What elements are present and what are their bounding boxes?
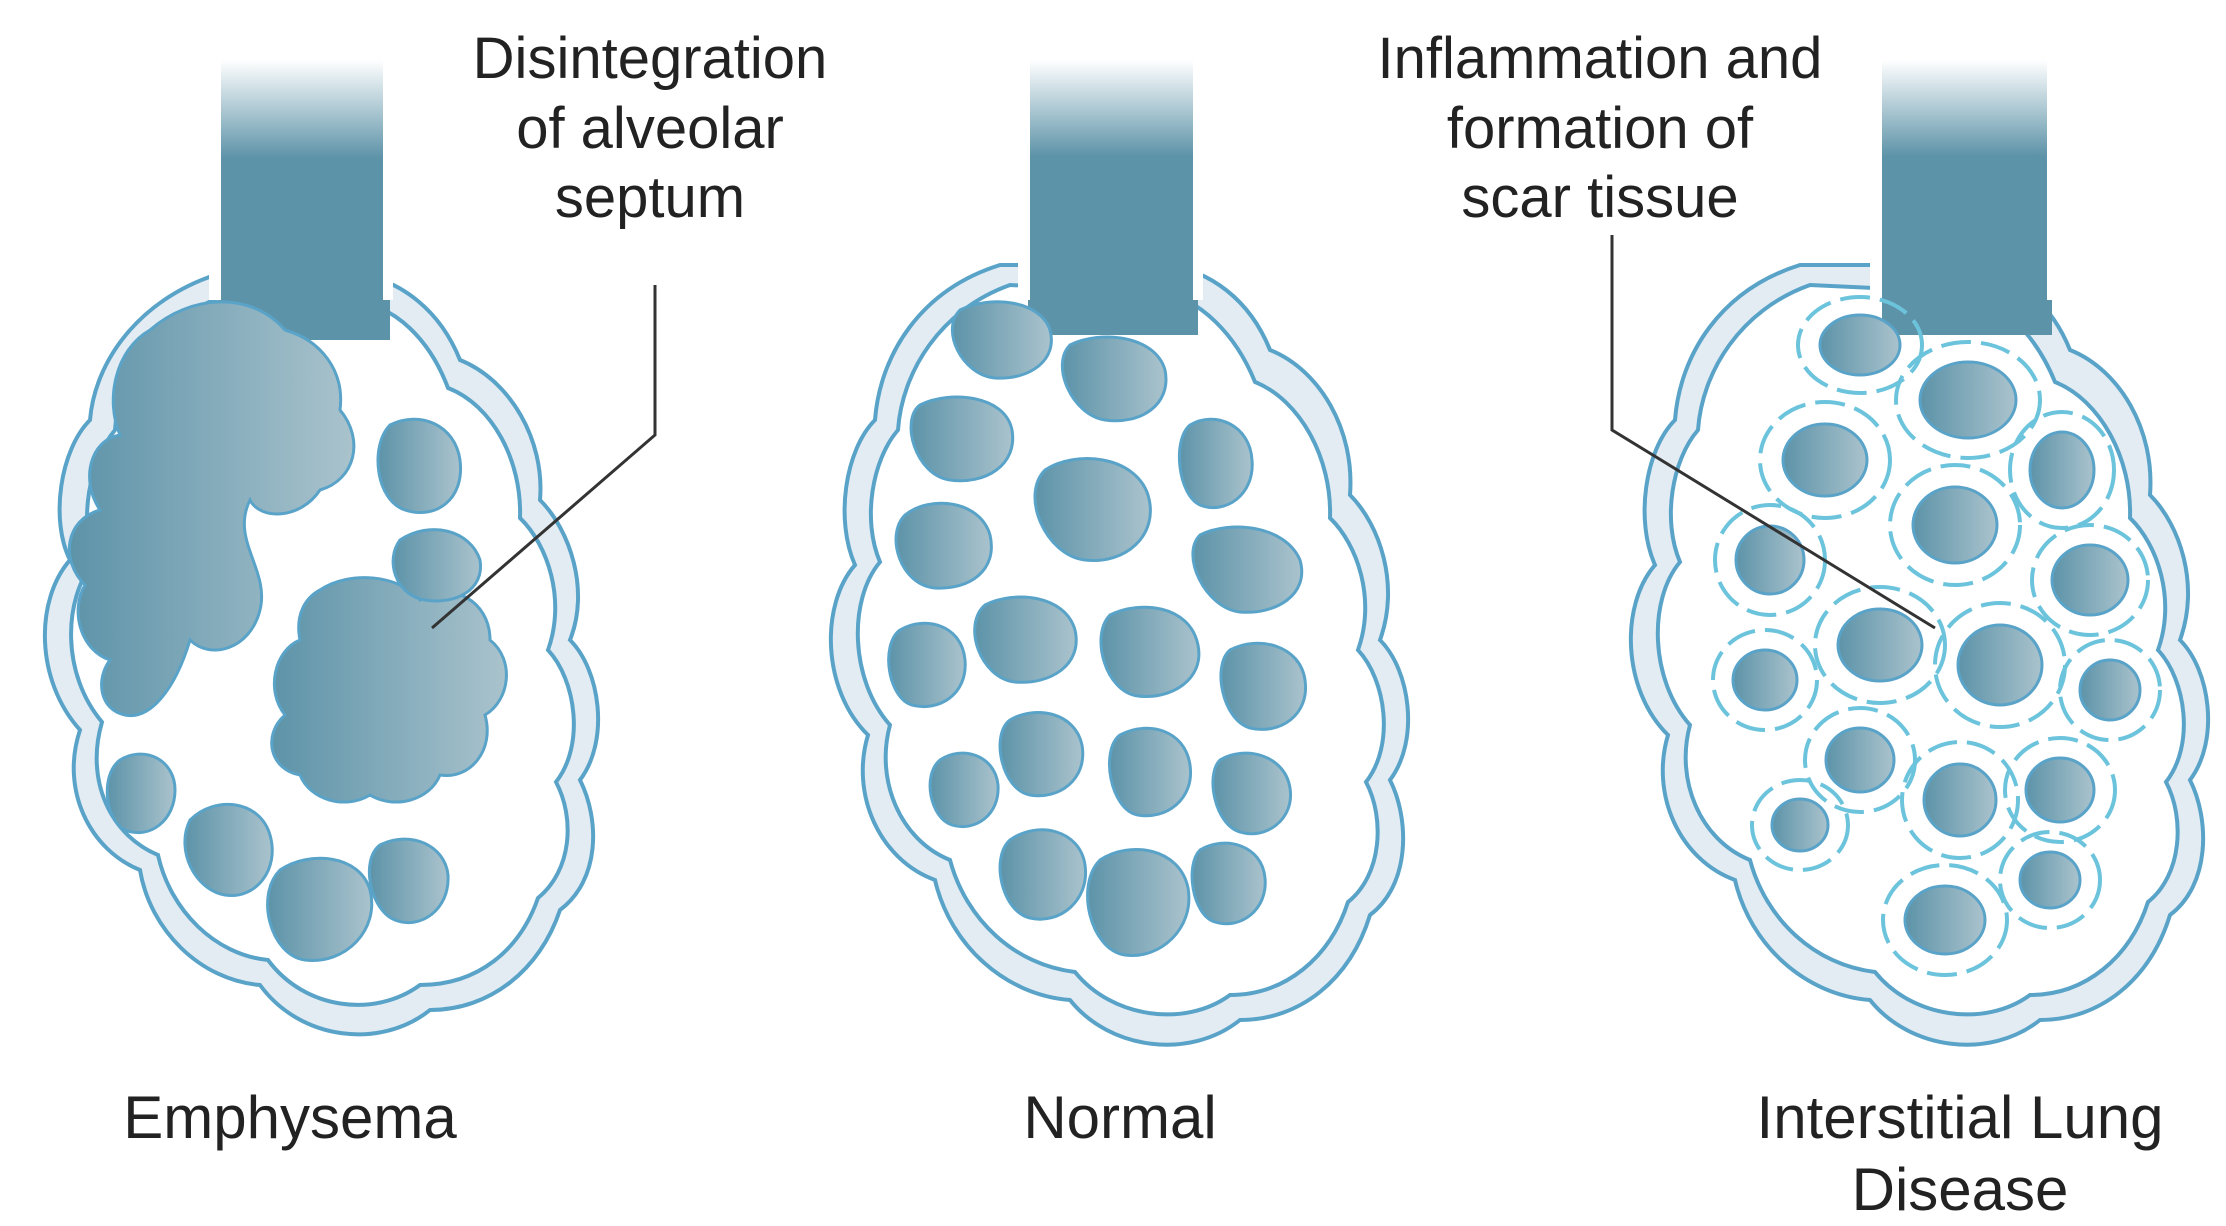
callout-line: septum [400,163,900,233]
callout-line: formation of [1310,94,1890,164]
caption-interstitial-lung-disease: Interstitial Lung Disease [1700,1082,2220,1226]
caption-line: Emphysema [60,1082,520,1154]
callout-line: Inflammation and [1310,24,1890,94]
callout-line: of alveolar [400,94,900,164]
callout-septum-disintegration: Disintegration of alveolar septum [400,24,900,233]
caption-emphysema: Emphysema [60,1082,520,1154]
caption-line: Interstitial Lung [1700,1082,2220,1154]
caption-line: Normal [900,1082,1340,1154]
callout-scar-tissue: Inflammation and formation of scar tissu… [1310,24,1890,233]
callout-line: Disintegration [400,24,900,94]
caption-normal: Normal [900,1082,1340,1154]
callout-line: scar tissue [1310,163,1890,233]
caption-line: Disease [1700,1154,2220,1226]
